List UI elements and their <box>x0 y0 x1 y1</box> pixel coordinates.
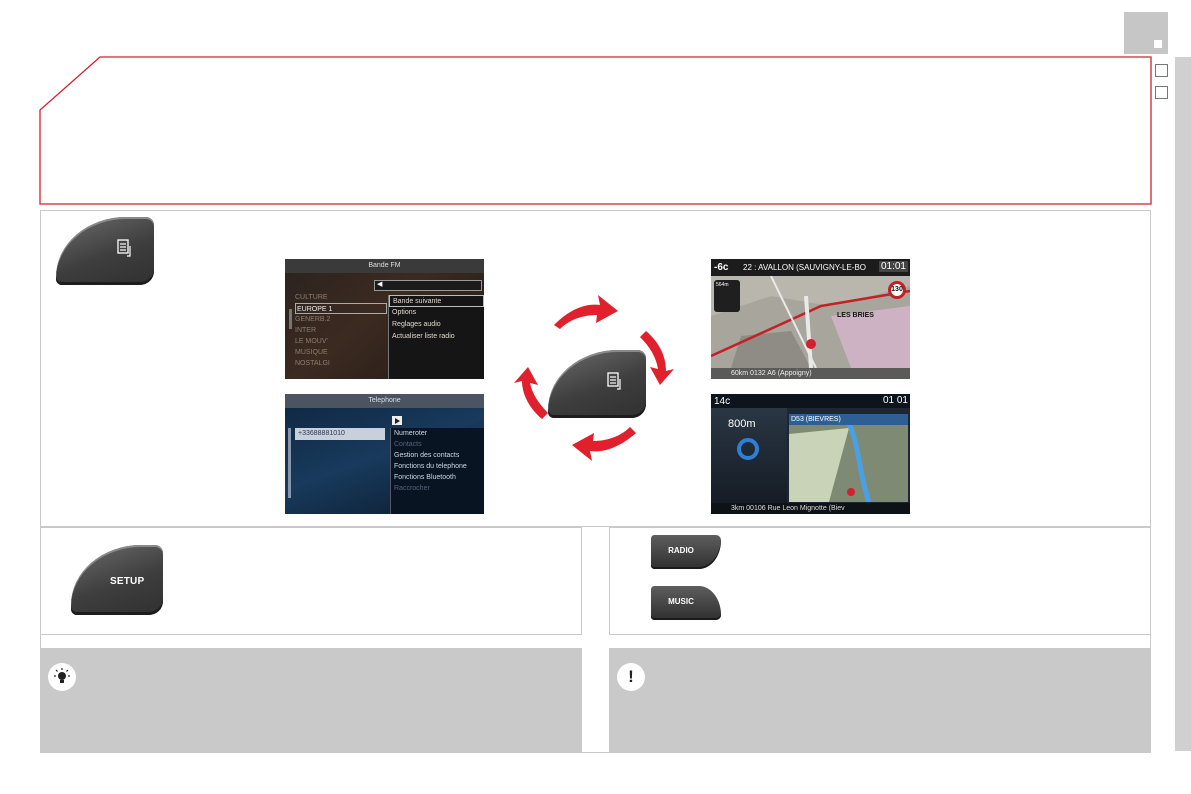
nav-clock: 01:01 <box>878 261 908 272</box>
nav-turn-box: 564m <box>714 280 740 312</box>
checkbox-2[interactable] <box>1155 86 1168 99</box>
nav2-bottom-bar: 3km 00106 Rue Leon Mignotte (Biev <box>711 503 910 514</box>
play-icon <box>392 416 402 425</box>
radio-menu-item: Bande suivante <box>389 295 484 307</box>
station-item: INTER <box>295 327 316 334</box>
phone-menu-item: Gestion des contacts <box>394 452 460 459</box>
arrow-top <box>554 295 618 329</box>
corner-dot <box>1154 40 1162 48</box>
header-frame <box>39 56 1152 205</box>
setup-key-label: SETUP <box>110 576 145 587</box>
station-item: CULTURE <box>295 294 328 301</box>
radio-screen: Bande FM ◀ CULTURE EUROPE 1 GENERB.2 INT… <box>285 259 484 379</box>
radio-menu-item: Actualiser liste radio <box>392 333 455 340</box>
nav-temperature: -6c <box>714 262 729 273</box>
station-item: NOSTALGI <box>295 360 330 367</box>
station-item: MUSIQUE <box>295 349 328 356</box>
speed-limit-sign: 130 <box>888 281 906 299</box>
source-icon <box>607 372 621 390</box>
nav-map-drawing <box>711 276 910 368</box>
nav2-map-drawing <box>789 422 872 502</box>
station-item: GENERB.2 <box>295 316 331 323</box>
phone-menu-item: Fonctions Bluetooth <box>394 474 456 481</box>
radio-menu-item: Options <box>392 309 417 316</box>
nav-guidance-screen: 14c 01 01 800m D53 (BIEVRES) 3km 00106 R… <box>711 394 910 514</box>
warning-panel: ! <box>609 648 1151 753</box>
nav-road-name: 22 : AVALLON (SAUVIGNY-LE-BO <box>743 263 867 272</box>
radio-screen-title: Bande FM <box>285 259 484 273</box>
radio-menu: Bande suivante Options Reglages audio Ac… <box>388 295 484 379</box>
radio-menu-item: Reglages audio <box>392 321 441 328</box>
warning-icon: ! <box>617 663 645 691</box>
nav2-guidance-panel: 800m <box>711 408 787 503</box>
music-key-label: MUSIC <box>668 597 694 606</box>
side-thumb-bar <box>1175 57 1191 751</box>
radio-key-label: RADIO <box>668 546 694 555</box>
radio-back-field: ◀ <box>374 280 482 291</box>
roundabout-icon <box>737 438 759 460</box>
arrow-left <box>514 367 548 419</box>
checkbox-1[interactable] <box>1155 64 1168 77</box>
nav2-road-name: D53 (BIEVRES) <box>789 414 908 425</box>
phone-screen-title: Telephone <box>285 394 484 408</box>
back-arrow-icon: ◀ <box>377 281 383 288</box>
phone-menu: Numeroter Contacts Gestion des contacts … <box>390 428 484 514</box>
phone-menu-item: Numeroter <box>394 430 428 437</box>
nav2-top-bar <box>711 394 910 408</box>
tip-panel <box>40 648 582 753</box>
phone-scrollbar <box>288 428 291 498</box>
music-key[interactable]: MUSIC <box>651 586 721 620</box>
nav-map-screen: -6c 22 : AVALLON (SAUVIGNY-LE-BO 01:01 5… <box>711 259 910 379</box>
radio-key[interactable]: RADIO <box>651 535 721 569</box>
source-icon <box>117 239 131 257</box>
nav2-mini-map: D53 (BIEVRES) <box>789 414 908 502</box>
nav-place-label: LES BRIES <box>837 312 874 319</box>
phone-menu-item: Fonctions du telephone <box>394 463 467 470</box>
phone-screen: Telephone +33688881010 Numeroter Contact… <box>285 394 484 514</box>
station-item-selected: EUROPE 1 <box>295 303 387 314</box>
nav-turn-distance: 564m <box>716 282 729 288</box>
phone-menu-item: Contacts <box>394 441 422 448</box>
lightbulb-icon <box>48 663 76 691</box>
phone-number: +33688881010 <box>295 428 385 440</box>
nav2-temperature: 14c <box>714 396 731 407</box>
phone-menu-item: Raccrocher <box>394 485 430 492</box>
arrow-bottom <box>572 427 636 461</box>
radio-station-list: CULTURE EUROPE 1 GENERB.2 INTER LE MOUV'… <box>295 292 387 369</box>
warning-glyph: ! <box>628 667 634 686</box>
nav-top-bar <box>711 259 910 276</box>
cycle-arrows <box>514 295 674 461</box>
page-corner-tab <box>1124 12 1168 54</box>
nav-bottom-bar: 60km 0132 A6 (Appoigny) <box>711 368 910 379</box>
radio-scrollbar <box>289 309 292 329</box>
arrow-right <box>640 331 674 385</box>
nav2-clock: 01 01 <box>882 395 908 406</box>
lightbulb-glyph <box>54 668 70 683</box>
station-item: LE MOUV' <box>295 338 328 345</box>
nav2-distance: 800m <box>728 418 756 430</box>
